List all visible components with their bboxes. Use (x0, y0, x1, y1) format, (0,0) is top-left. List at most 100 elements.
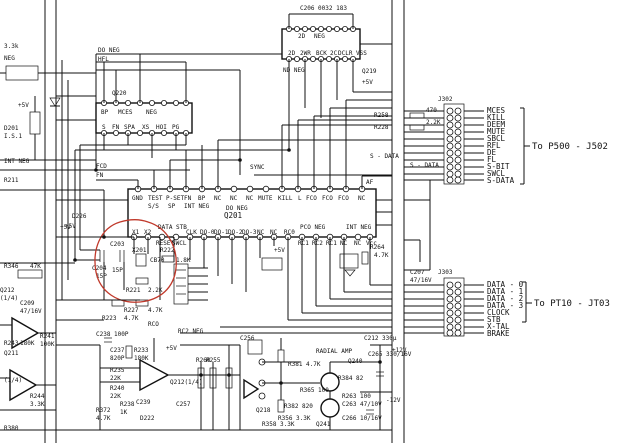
svg-text:DO-1: DO-1 (214, 229, 229, 236)
svg-text:DEEM: DEEM (487, 120, 506, 129)
svg-text:C256: C256 (240, 335, 255, 342)
svg-text:PG: PG (172, 124, 180, 131)
svg-text:R240: R240 (110, 385, 125, 392)
svg-text:+5V: +5V (18, 102, 29, 109)
svg-text:FN: FN (96, 172, 104, 179)
svg-text:FN: FN (112, 124, 120, 131)
svg-text:C265 330/16V: C265 330/16V (368, 351, 412, 358)
svg-text:INT NEG: INT NEG (184, 203, 210, 210)
svg-text:XS: XS (142, 124, 150, 131)
svg-text:R221: R221 (126, 287, 141, 294)
svg-text:D222: D222 (140, 415, 155, 422)
svg-text:I.S.1: I.S.1 (4, 133, 22, 140)
svg-text:X-TAL: X-TAL (487, 322, 510, 331)
svg-text:C203: C203 (110, 241, 125, 248)
svg-text:R223: R223 (102, 315, 117, 322)
svg-text:R381 4.7K: R381 4.7K (288, 361, 321, 368)
svg-text:ND NEG: ND NEG (283, 67, 305, 74)
q218-buffer (243, 378, 260, 400)
j303-pins (446, 281, 462, 337)
svg-text:R356 3.3K: R356 3.3K (278, 415, 311, 422)
svg-text:100K: 100K (40, 341, 55, 348)
svg-text:FCO: FCO (322, 195, 333, 202)
svg-text:FCO: FCO (306, 195, 317, 202)
svg-text:Vcc: Vcc (366, 240, 377, 247)
svg-text:2C: 2C (330, 50, 338, 57)
left-section: 3.3k NEG +5V D201 I.S.1 INT NEG +5V R211… (0, 43, 392, 432)
j302-signal-wires (404, 110, 484, 181)
svg-text:S - DATA: S - DATA (370, 153, 399, 160)
svg-text:CLK: CLK (186, 229, 197, 236)
svg-text:C212 330μ: C212 330μ (364, 335, 397, 342)
svg-text:2.2K: 2.2K (148, 287, 163, 294)
svg-text:R384 82: R384 82 (338, 375, 364, 382)
svg-text:+5V: +5V (362, 79, 373, 86)
svg-text:C266 10/16V: C266 10/16V (342, 415, 382, 422)
svg-text:+5V: +5V (274, 247, 285, 254)
q212-bottom-opamp (139, 358, 170, 392)
svg-text:TEST: TEST (148, 195, 163, 202)
misc-wiring (56, 54, 431, 385)
svg-text:1.8K: 1.8K (176, 257, 191, 264)
svg-text:4.7K: 4.7K (96, 415, 111, 422)
svg-text:Q241: Q241 (316, 421, 331, 428)
svg-text:C238: C238 (96, 331, 111, 338)
svg-text:RC2 NEG: RC2 NEG (178, 328, 204, 335)
svg-text:SBCL: SBCL (487, 134, 506, 143)
svg-text:FCD: FCD (96, 163, 107, 170)
svg-text:R227: R227 (124, 307, 139, 314)
svg-text:DATA - 1: DATA - 1 (487, 287, 523, 296)
crystal-section: X201 CB70 C203 15P C204 15P R222 1.8K R2… (75, 219, 283, 322)
q212-opamp (11, 316, 40, 350)
svg-text:R346: R346 (4, 263, 19, 270)
svg-text:J302: J302 (438, 96, 453, 103)
svg-text:47/16V: 47/16V (20, 308, 42, 315)
svg-text:C237: C237 (110, 347, 125, 354)
svg-text:S/S: S/S (148, 203, 159, 210)
svg-text:1K: 1K (120, 409, 128, 416)
svg-text:D201: D201 (4, 125, 19, 132)
svg-text:3.3K: 3.3K (30, 401, 45, 408)
svg-text:NC: NC (358, 195, 366, 202)
j302-target: To P500 - J502 (532, 142, 608, 152)
svg-text:15P: 15P (96, 273, 107, 280)
svg-text:R258: R258 (374, 112, 389, 119)
svg-text:2D: 2D (288, 50, 296, 57)
connector-j302: J302 (370, 96, 608, 185)
svg-text:KILL: KILL (487, 113, 506, 122)
svg-text:R243: R243 (4, 340, 19, 347)
svg-text:RFL: RFL (487, 141, 501, 150)
svg-text:R263 100: R263 100 (342, 393, 371, 400)
svg-text:CLOCK: CLOCK (487, 308, 510, 317)
svg-text:RCO: RCO (148, 321, 159, 328)
svg-text:MCES: MCES (118, 109, 133, 116)
svg-text:SWCL: SWCL (487, 169, 506, 178)
svg-text:+5V: +5V (65, 223, 76, 230)
svg-text:FCO: FCO (338, 195, 349, 202)
svg-text:RESET: RESET (156, 240, 174, 247)
svg-text:DATA - 3: DATA - 3 (487, 301, 523, 310)
svg-text:X2: X2 (144, 229, 152, 236)
svg-text:R238: R238 (120, 401, 135, 408)
svg-text:R233: R233 (134, 347, 149, 354)
svg-text:C209: C209 (20, 300, 35, 307)
chip-q220-body (95, 102, 193, 134)
svg-text:820P: 820P (110, 355, 125, 362)
svg-text:C263 47/10V: C263 47/10V (342, 401, 382, 408)
svg-text:22K: 22K (110, 375, 121, 382)
svg-text:C257: C257 (176, 401, 191, 408)
svg-text:DO-2: DO-2 (228, 229, 243, 236)
q219-pins-top (285, 25, 356, 32)
j302-pins (446, 107, 462, 184)
svg-text:RC2: RC2 (312, 240, 323, 247)
svg-text:FL: FL (487, 155, 497, 164)
svg-text:AF: AF (366, 179, 374, 186)
svg-text:BP: BP (198, 195, 206, 202)
svg-text:S-BIT: S-BIT (487, 162, 510, 171)
svg-text:R380: R380 (4, 425, 19, 432)
svg-text:100P: 100P (114, 331, 129, 338)
q211-opamp (9, 368, 38, 402)
svg-text:S: S (102, 124, 106, 131)
chip-q219-body (281, 28, 361, 60)
